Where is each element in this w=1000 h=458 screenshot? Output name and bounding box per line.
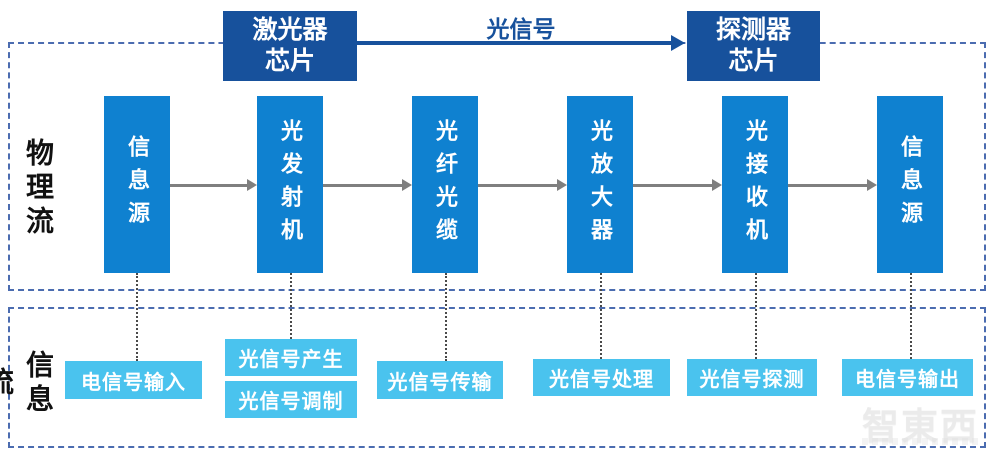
dotted-connector — [755, 273, 757, 359]
watermark-logo: 智東西 — [862, 406, 979, 447]
step-optical-signal-detection: 光信号探测 — [687, 359, 817, 396]
step-optical-signal-modulation: 光信号调制 — [225, 381, 357, 418]
flow-arrow-line — [170, 184, 247, 187]
optical-signal-arrow-line — [357, 41, 673, 45]
node-information-sink: 信息源 — [877, 96, 943, 273]
node-optical-transmitter: 光发射机 — [257, 96, 323, 273]
physical-flow-label: 物理流 — [23, 138, 54, 240]
step-electrical-signal-output: 电信号输出 — [842, 359, 973, 396]
info-flow-region — [8, 307, 986, 448]
node-optical-receiver: 光接收机 — [722, 96, 788, 273]
laser-chip-box: 激光器 芯片 — [223, 11, 357, 81]
flow-arrowhead-icon — [402, 179, 412, 191]
watermark-tagline — [862, 438, 980, 445]
optical-signal-arrowhead-icon — [671, 35, 685, 51]
node-optical-amplifier: 光放大器 — [567, 96, 633, 273]
step-electrical-signal-input: 电信号输入 — [65, 361, 202, 399]
step-optical-signal-transmission: 光信号传输 — [377, 361, 503, 399]
node-information-source: 信息源 — [104, 96, 170, 273]
info-flow-label: 信息流 — [0, 350, 54, 418]
flow-arrow-line — [323, 184, 402, 187]
optical-signal-label: 光信号 — [486, 16, 556, 42]
flow-arrowhead-icon — [557, 179, 567, 191]
flow-arrow-line — [478, 184, 557, 187]
flow-arrowhead-icon — [247, 179, 257, 191]
dotted-connector — [910, 273, 912, 359]
flow-arrowhead-icon — [867, 179, 877, 191]
step-optical-signal-generation: 光信号产生 — [225, 339, 357, 376]
dotted-connector — [600, 273, 602, 359]
flow-arrowhead-icon — [712, 179, 722, 191]
flow-arrow-line — [788, 184, 867, 187]
detector-chip-box: 探测器 芯片 — [687, 11, 820, 81]
step-optical-signal-processing: 光信号处理 — [533, 359, 670, 396]
dotted-connector — [136, 273, 138, 361]
node-fiber-cable: 光纤光缆 — [412, 96, 478, 273]
dotted-connector — [290, 273, 292, 339]
flow-arrow-line — [633, 184, 712, 187]
dotted-connector — [445, 273, 447, 361]
